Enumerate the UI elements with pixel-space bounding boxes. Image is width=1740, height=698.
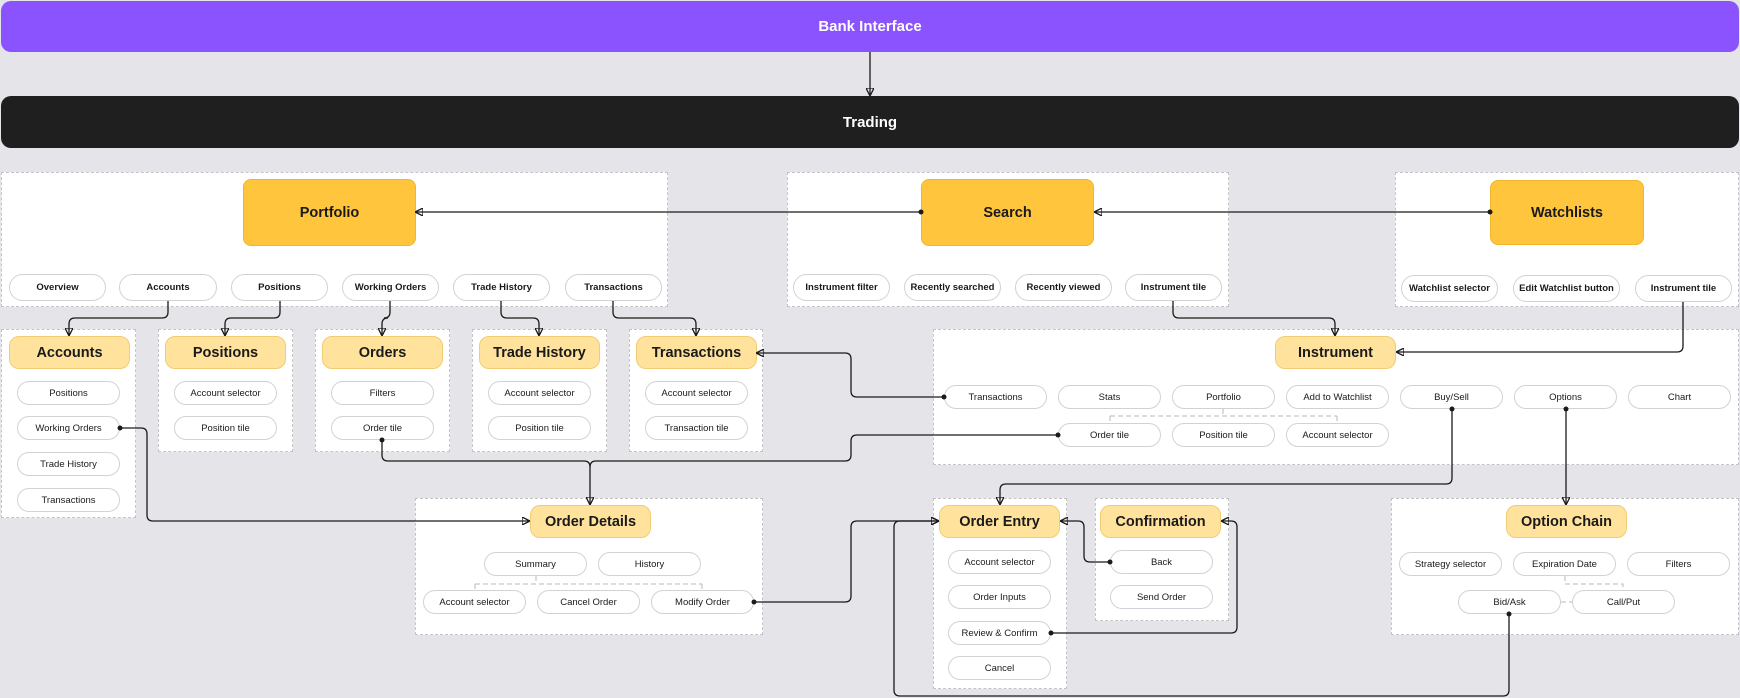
transactions-title: Transactions xyxy=(636,336,757,369)
portfolio-tab-trade-history[interactable]: Trade History xyxy=(453,274,550,301)
watchlists-hub[interactable]: Watchlists xyxy=(1490,180,1644,245)
instrument-item-add-to-watchlist[interactable]: Add to Watchlist xyxy=(1286,385,1389,409)
accounts-item-positions[interactable]: Positions xyxy=(17,381,120,405)
arrow-working-orders-tab xyxy=(382,301,391,335)
transactions-item-account-selector[interactable]: Account selector xyxy=(645,381,748,405)
order-details-item-history[interactable]: History xyxy=(598,552,701,576)
order-details-summary-group xyxy=(474,576,703,590)
instrument-item-options[interactable]: Options xyxy=(1514,385,1617,409)
arrow-buy-sell-to-order-entry xyxy=(1000,409,1452,504)
watchlist-tab-selector[interactable]: Watchlist selector xyxy=(1401,275,1498,302)
arrow-orders-order-tile xyxy=(379,437,591,468)
portfolio-tab-overview[interactable]: Overview xyxy=(9,274,106,301)
option-chain-item-expiration-date[interactable]: Expiration Date xyxy=(1513,552,1616,576)
instrument-portfolio-group xyxy=(1109,409,1338,423)
search-tab-instrument-tile[interactable]: Instrument tile xyxy=(1125,274,1222,301)
portfolio-tab-transactions[interactable]: Transactions xyxy=(565,274,662,301)
arrow-modify-order-to-order-entry xyxy=(754,521,938,602)
arrow-accounts-tab xyxy=(69,301,169,335)
search-hub[interactable]: Search xyxy=(921,179,1094,246)
search-tab-recently-searched[interactable]: Recently searched xyxy=(904,274,1001,301)
instrument-item-chart[interactable]: Chart xyxy=(1628,385,1731,409)
arrow-working-orders-to-details xyxy=(120,428,529,521)
arrow-instrument-transactions xyxy=(757,353,944,397)
positions-item-account-selector[interactable]: Account selector xyxy=(174,381,277,405)
trade-history-title: Trade History xyxy=(479,336,600,369)
accounts-title: Accounts xyxy=(9,336,130,369)
arrow-positions-tab xyxy=(225,301,281,335)
instrument-item-stats[interactable]: Stats xyxy=(1058,385,1161,409)
arrow-search-tile-to-instrument xyxy=(1172,301,1335,335)
option-chain-item-filters[interactable]: Filters xyxy=(1627,552,1730,576)
portfolio-tab-positions[interactable]: Positions xyxy=(231,274,328,301)
watchlist-tab-instrument-tile[interactable]: Instrument tile xyxy=(1635,275,1732,302)
arrow-watchlist-tile-to-instrument xyxy=(1397,302,1684,352)
arrow-instrument-order-tile xyxy=(590,435,1058,504)
instrument-title: Instrument xyxy=(1275,336,1396,369)
order-details-item-account-selector[interactable]: Account selector xyxy=(423,590,526,614)
order-details-item-modify-order[interactable]: Modify Order xyxy=(651,590,754,614)
arrow-transactions-tab xyxy=(612,301,696,335)
instrument-item-buy-sell[interactable]: Buy/Sell xyxy=(1400,385,1503,409)
instrument-item-transactions[interactable]: Transactions xyxy=(944,385,1047,409)
orders-item-filters[interactable]: Filters xyxy=(331,381,434,405)
positions-title: Positions xyxy=(165,336,286,369)
bank-interface-bar: Bank Interface xyxy=(1,1,1739,52)
arrow-bid-ask-to-order-entry xyxy=(893,521,1509,697)
order-entry-item-review-confirm[interactable]: Review & Confirm xyxy=(948,621,1051,645)
option-chain-expiration-group xyxy=(1561,576,1624,603)
accounts-item-transactions[interactable]: Transactions xyxy=(17,488,120,512)
order-details-title: Order Details xyxy=(530,505,651,538)
instrument-item-portfolio[interactable]: Portfolio xyxy=(1172,385,1275,409)
search-tab-instrument-filter[interactable]: Instrument filter xyxy=(793,274,890,301)
arrow-trade-history-tab xyxy=(500,301,539,335)
orders-title: Orders xyxy=(322,336,443,369)
option-chain-item-call-put[interactable]: Call/Put xyxy=(1572,590,1675,614)
portfolio-tab-working-orders[interactable]: Working Orders xyxy=(342,274,439,301)
order-details-item-summary[interactable]: Summary xyxy=(484,552,587,576)
portfolio-tab-accounts[interactable]: Accounts xyxy=(119,274,217,301)
order-entry-item-cancel[interactable]: Cancel xyxy=(948,656,1051,680)
search-tab-recently-viewed[interactable]: Recently viewed xyxy=(1015,274,1112,301)
arrow-back-to-order-entry xyxy=(1061,521,1110,562)
order-details-item-cancel-order[interactable]: Cancel Order xyxy=(537,590,640,614)
arrow-review-to-confirmation xyxy=(1051,521,1238,633)
option-chain-title: Option Chain xyxy=(1506,505,1627,538)
watchlist-tab-edit-button[interactable]: Edit Watchlist button xyxy=(1513,275,1620,302)
trading-bar: Trading xyxy=(1,96,1739,148)
trade-history-item-account-selector[interactable]: Account selector xyxy=(488,381,591,405)
portfolio-hub[interactable]: Portfolio xyxy=(243,179,416,246)
